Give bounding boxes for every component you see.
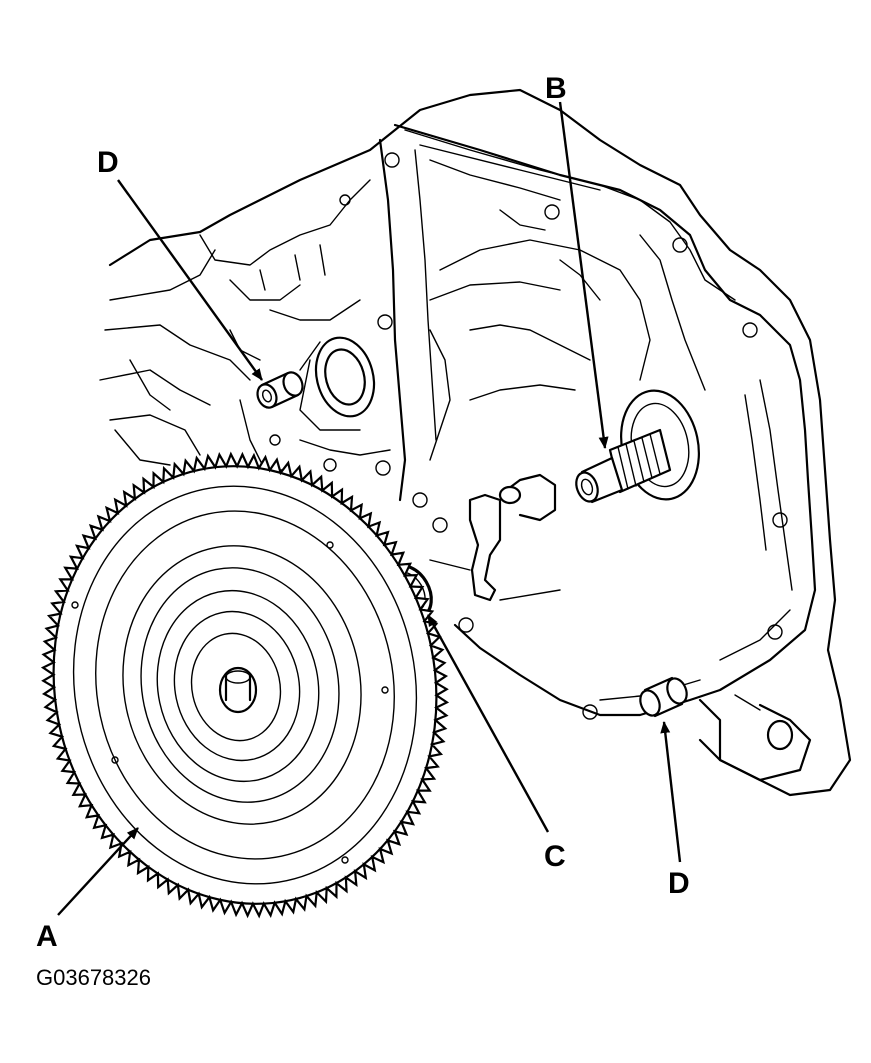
dowel-pin-lower [639,676,688,718]
arrow-b [558,101,609,449]
arrow-a [57,827,139,916]
mainshaft-spline [575,428,672,504]
drive-plate [40,451,450,919]
label-c: C [544,840,566,873]
leader-lines [57,101,682,916]
label-b: B [545,72,567,105]
figure-code: G03678326 [36,965,151,990]
label-a: A [36,920,58,953]
arrow-d-lower [660,721,682,863]
dowel-pin-upper [256,371,304,409]
arrow-d-upper [117,179,263,381]
arrow-c [426,614,550,833]
label-d-lower: D [668,867,690,900]
label-d-upper: D [97,146,119,179]
